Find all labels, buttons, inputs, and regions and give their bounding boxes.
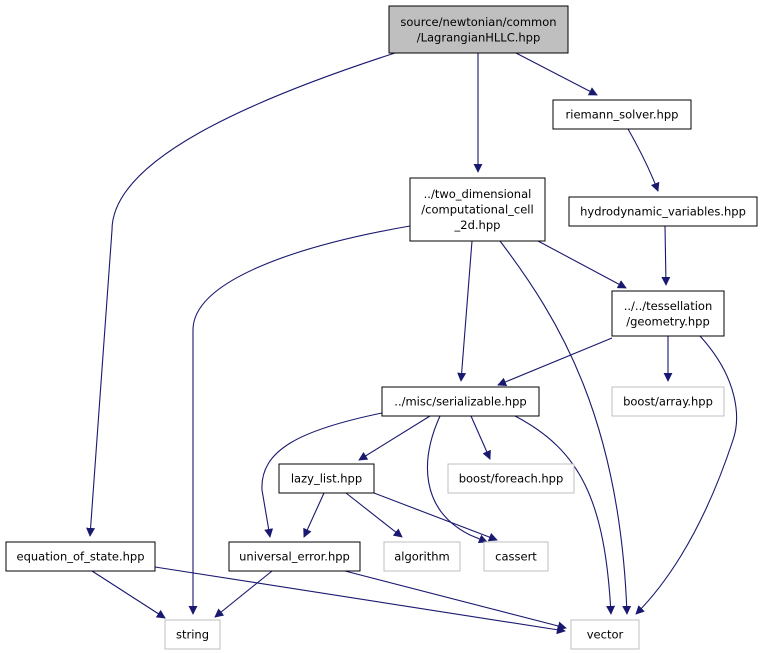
node-box <box>611 386 725 417</box>
node-label: boost/foreach.hpp <box>459 472 564 486</box>
edge-uerror-to-string <box>214 570 273 618</box>
node-eos[interactable]: equation_of_state.hpp <box>5 541 156 572</box>
file-nodes: source/newtonian/common/LagrangianHLLC.h… <box>5 5 758 650</box>
node-box <box>552 99 692 130</box>
node-label: ../two_dimensional <box>424 187 532 201</box>
edge-serializable-to-lazy <box>358 415 431 461</box>
node-label: string <box>176 628 209 642</box>
edge-cell-to-vector <box>499 240 632 615</box>
edge-lazy-to-uerror <box>303 492 325 538</box>
node-uerror[interactable]: universal_error.hpp <box>228 541 361 572</box>
edge-lazy-to-algorithm <box>345 492 403 538</box>
node-box <box>409 177 546 242</box>
node-cassert: cassert <box>483 541 549 572</box>
node-box <box>568 196 758 227</box>
node-label: cassert <box>495 550 537 564</box>
edge-hydro-to-geometry <box>661 225 671 286</box>
node-label: equation_of_state.hpp <box>17 550 145 564</box>
node-label: algorithm <box>394 550 450 564</box>
node-box <box>383 541 461 572</box>
node-box <box>388 5 569 54</box>
node-label: boost/array.hpp <box>623 395 713 409</box>
node-label: ../../tessellation <box>624 299 712 313</box>
node-riemann[interactable]: riemann_solver.hpp <box>552 99 692 130</box>
edge-cell-to-geometry <box>537 240 627 289</box>
edge-eos-to-vector <box>154 566 566 635</box>
node-box <box>611 290 725 337</box>
node-algorithm: algorithm <box>383 541 461 572</box>
node-box <box>447 463 575 494</box>
edge-riemann-to-hydro <box>627 128 660 192</box>
node-box <box>278 463 375 494</box>
edge-uerror-to-vector <box>344 570 567 631</box>
node-label: /geometry.hpp <box>626 314 710 328</box>
node-bforeach: boost/foreach.hpp <box>447 463 575 494</box>
node-box <box>164 619 221 650</box>
edge-main-to-eos <box>86 52 396 537</box>
node-box <box>5 541 156 572</box>
edge-geometry-to-serializable <box>497 337 613 387</box>
node-barray: boost/array.hpp <box>611 386 725 417</box>
edge-serializable-to-vector <box>514 415 616 615</box>
node-label: riemann_solver.hpp <box>566 108 679 122</box>
node-label: lazy_list.hpp <box>291 472 362 486</box>
edge-cell-to-serializable <box>457 240 473 382</box>
node-string: string <box>164 619 221 650</box>
node-box <box>483 541 549 572</box>
node-geometry[interactable]: ../../tessellation/geometry.hpp <box>611 290 725 337</box>
edge-geometry-to-vector <box>635 335 738 615</box>
node-label: _2d.hpp <box>454 218 501 232</box>
edge-serializable-to-cassert <box>426 415 488 544</box>
edge-serializable-to-uerror <box>261 412 383 538</box>
edge-eos-to-string <box>91 570 166 619</box>
node-box <box>381 386 540 417</box>
node-lazy[interactable]: lazy_list.hpp <box>278 463 375 494</box>
node-vector: vector <box>570 619 640 650</box>
node-main[interactable]: source/newtonian/common/LagrangianHLLC.h… <box>388 5 569 54</box>
node-serializable[interactable]: ../misc/serializable.hpp <box>381 386 540 417</box>
edge-lazy-to-cassert <box>373 492 498 542</box>
node-label: universal_error.hpp <box>239 550 350 564</box>
node-cell[interactable]: ../two_dimensional/computational_cell_2d… <box>409 177 546 242</box>
dependency-edges <box>86 52 738 635</box>
node-box <box>228 541 361 572</box>
node-label: ../misc/serializable.hpp <box>394 395 526 409</box>
edge-main-to-riemann <box>515 52 598 96</box>
edge-serializable-to-bforeach <box>470 415 491 460</box>
edge-cell-to-string <box>188 225 411 615</box>
node-box <box>570 619 640 650</box>
node-label: hydrodynamic_variables.hpp <box>580 205 746 219</box>
node-label: source/newtonian/common <box>400 15 556 29</box>
node-label: vector <box>587 628 624 642</box>
node-label: /computational_cell <box>421 203 533 217</box>
node-hydro[interactable]: hydrodynamic_variables.hpp <box>568 196 758 227</box>
node-label: /LagrangianHLLC.hpp <box>417 30 541 44</box>
